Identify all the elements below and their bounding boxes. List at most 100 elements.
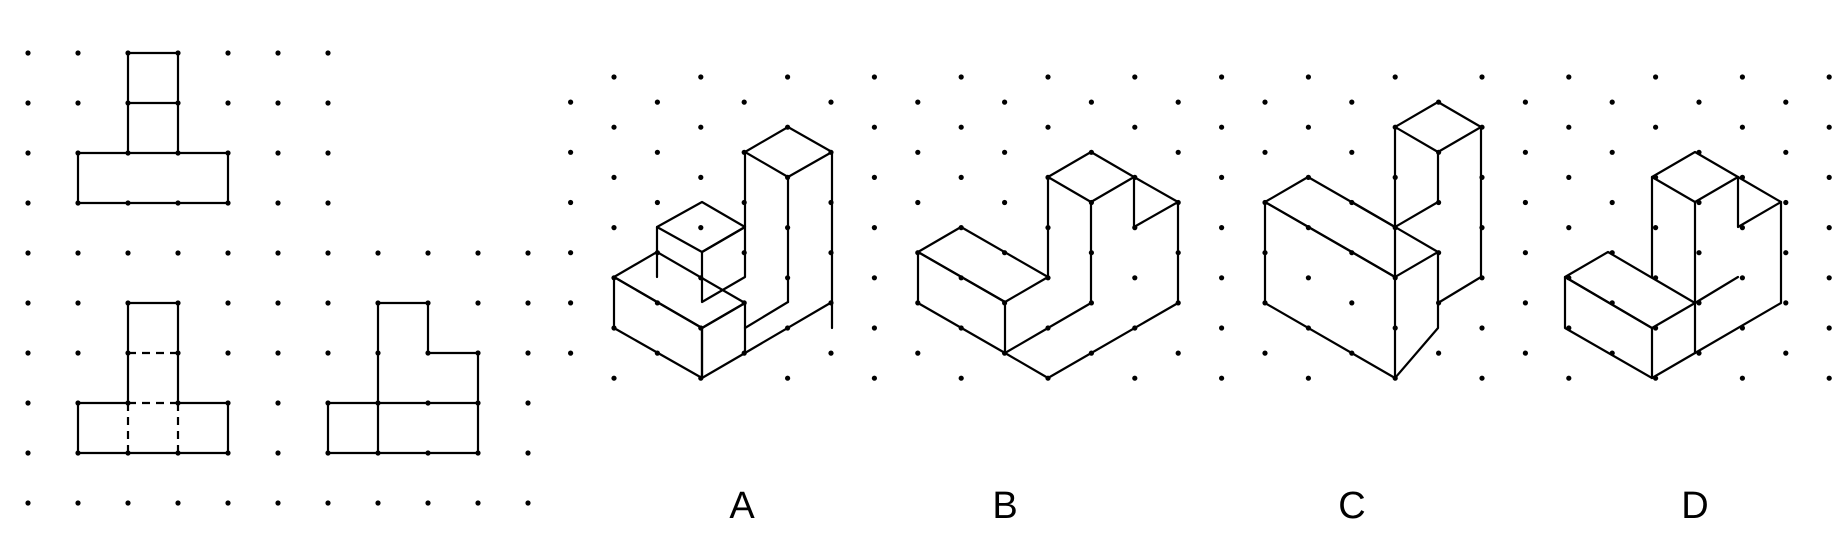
grid-dot	[1349, 99, 1355, 105]
grid-dot	[741, 99, 747, 105]
grid-dot	[1609, 99, 1615, 105]
grid-dot	[1305, 275, 1311, 281]
grid-dot	[698, 174, 704, 180]
grid-dot	[325, 300, 331, 306]
grid-dot	[611, 74, 617, 80]
grid-dot	[475, 300, 481, 306]
grid-dot	[175, 250, 181, 256]
grid-dot	[785, 375, 791, 381]
grid-dot	[1653, 225, 1659, 231]
grid-dot	[654, 99, 661, 105]
grid-dot	[1566, 74, 1572, 80]
grid-dot	[915, 199, 921, 206]
grid-dot	[225, 350, 231, 356]
grid-dot	[1045, 124, 1051, 130]
grid-dot	[1609, 149, 1615, 155]
grid-dot	[1349, 300, 1355, 306]
grid-dot	[1826, 174, 1832, 180]
grid-dot	[1175, 350, 1181, 356]
grid-dot	[225, 250, 231, 256]
grid-dot	[375, 250, 381, 256]
grid-dot	[568, 250, 574, 256]
orthographic-dot-grid	[25, 50, 531, 506]
option-label-c: C	[1338, 485, 1365, 527]
grid-dot	[325, 200, 331, 206]
grid-dot	[1132, 124, 1138, 130]
grid-dot	[275, 500, 281, 506]
front-view	[76, 51, 230, 205]
isometric-dot-grid	[568, 74, 1832, 381]
grid-dot	[871, 275, 878, 281]
grid-dot	[915, 149, 921, 155]
grid-dot	[1045, 74, 1051, 80]
grid-dot	[1088, 99, 1094, 105]
grid-dot	[871, 74, 878, 80]
grid-dot	[525, 450, 531, 456]
grid-dot	[698, 225, 704, 231]
grid-dot	[958, 74, 964, 80]
grid-dot	[425, 250, 431, 256]
grid-dot	[1826, 74, 1832, 80]
grid-dot	[611, 375, 617, 381]
option-d-solid	[1563, 150, 1783, 380]
grid-dot	[325, 150, 331, 156]
grid-dot	[25, 100, 31, 106]
option-label-d: D	[1681, 485, 1708, 527]
grid-dot	[1696, 99, 1702, 105]
grid-dot	[654, 199, 661, 206]
grid-dot	[1262, 350, 1268, 356]
grid-dot	[1653, 74, 1659, 80]
grid-dot	[1783, 199, 1789, 206]
grid-dot	[1566, 225, 1572, 231]
grid-dot	[475, 250, 481, 256]
grid-dot	[1219, 275, 1225, 281]
grid-dot	[1305, 124, 1311, 130]
grid-dot	[611, 174, 617, 180]
grid-dot	[1653, 124, 1659, 130]
grid-dot	[1826, 325, 1832, 331]
grid-dot	[1826, 375, 1832, 381]
grid-dot	[1436, 350, 1442, 356]
grid-dot	[325, 50, 331, 56]
grid-dot	[275, 150, 281, 156]
grid-dot	[1219, 124, 1225, 130]
grid-dot	[1219, 174, 1225, 180]
grid-dot	[325, 350, 331, 356]
grid-dot	[75, 50, 81, 56]
grid-dot	[698, 124, 704, 130]
grid-dot	[1826, 275, 1832, 281]
grid-dot	[1739, 375, 1745, 381]
side-view	[326, 301, 480, 455]
grid-dot	[1783, 350, 1789, 356]
grid-dot	[1522, 149, 1528, 155]
grid-dot	[25, 150, 31, 156]
grid-dot	[225, 50, 231, 56]
grid-dot	[75, 100, 81, 106]
grid-dot	[1305, 375, 1311, 381]
grid-dot	[25, 300, 31, 306]
grid-dot	[1262, 99, 1268, 105]
grid-dot	[25, 400, 31, 406]
grid-dot	[1783, 99, 1789, 105]
grid-dot	[915, 350, 921, 356]
grid-dot	[568, 350, 574, 356]
grid-dot	[871, 174, 878, 180]
grid-dot	[1696, 250, 1702, 256]
grid-dot	[275, 300, 281, 306]
grid-dot	[525, 500, 531, 506]
grid-dot	[1566, 124, 1572, 130]
grid-dot	[325, 100, 331, 106]
grid-dot	[958, 124, 964, 130]
grid-dot	[475, 500, 481, 506]
grid-dot	[1522, 199, 1528, 206]
grid-dot	[1002, 99, 1008, 105]
grid-dot	[1566, 174, 1572, 180]
top-view	[76, 301, 230, 455]
grid-dot	[375, 500, 381, 506]
grid-dot	[1783, 250, 1789, 256]
grid-dot	[568, 99, 574, 105]
grid-dot	[698, 74, 704, 80]
grid-dot	[125, 250, 131, 256]
grid-dot	[25, 50, 31, 56]
grid-dot	[1826, 124, 1832, 130]
